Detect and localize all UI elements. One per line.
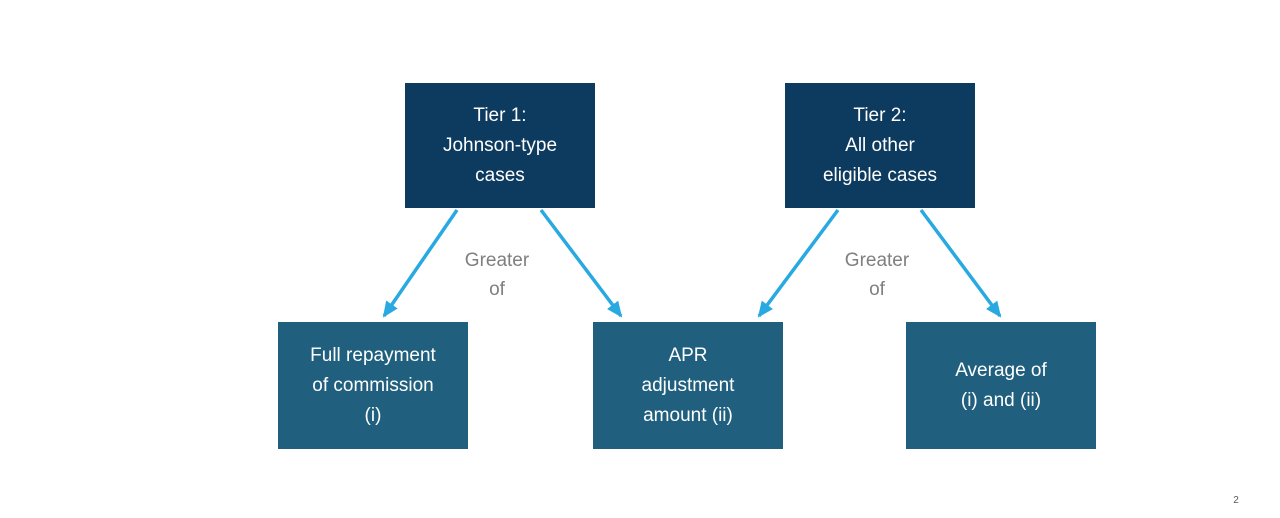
arrow-tier2-to-apr-adjustment bbox=[757, 208, 840, 318]
outcome-full-repayment-box: Full repayment of commission (i) bbox=[278, 322, 468, 449]
tier2-box: Tier 2: All other eligible cases bbox=[785, 83, 975, 208]
arrow-tier2-to-average bbox=[919, 208, 1002, 318]
outcome-apr-adjustment-label: APR adjustment amount (ii) bbox=[641, 344, 735, 426]
tier2-box-label: Tier 2: All other eligible cases bbox=[822, 104, 938, 186]
outcome-apr-adjustment-box: APR adjustment amount (ii) bbox=[593, 322, 783, 449]
tier1-box: Tier 1: Johnson-type cases bbox=[405, 83, 595, 208]
greater-of-label-tier2: Greater of bbox=[844, 250, 910, 300]
greater-of-label-tier1: Greater of bbox=[464, 250, 530, 300]
outcome-full-repayment-label: Full repayment of commission (i) bbox=[310, 344, 436, 426]
outcome-average-box: Average of (i) and (ii) bbox=[906, 322, 1096, 449]
arrow-tier1-to-apr-adjustment bbox=[539, 208, 623, 318]
tier1-box-label: Tier 1: Johnson-type cases bbox=[442, 104, 558, 186]
outcome-average-label: Average of (i) and (ii) bbox=[955, 359, 1047, 411]
page-number: 2 bbox=[1233, 495, 1239, 506]
arrow-tier1-to-full-repayment bbox=[382, 209, 459, 318]
